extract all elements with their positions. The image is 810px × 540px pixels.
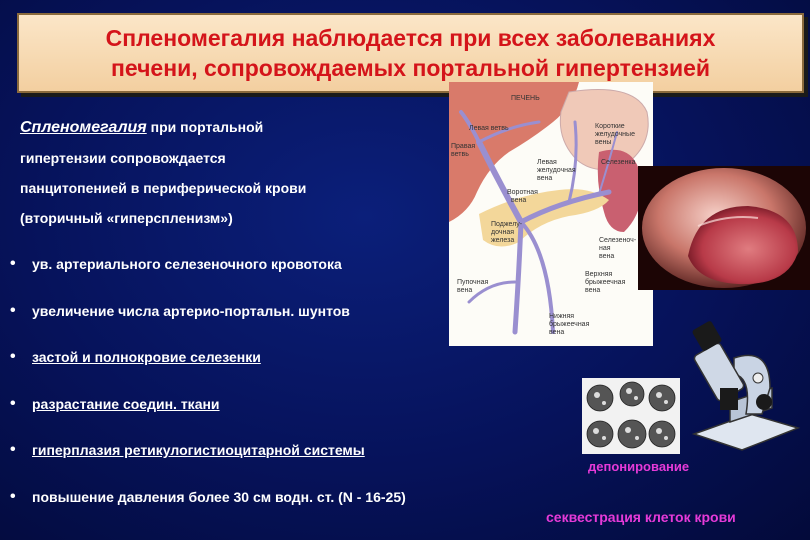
label-splenic-vein-1: Селезеноч-	[599, 237, 637, 244]
bullet-dot: •	[10, 255, 16, 272]
vein-network	[459, 110, 618, 335]
label-splenic-vein-3: вена	[599, 253, 614, 260]
slide-title: Спленомегалия наблюдается при всех забол…	[105, 24, 716, 81]
intro-line-1-rest: при портальной	[146, 119, 264, 135]
bullet-dot: •	[10, 301, 16, 319]
bullet-text: ув. артериального селезеночного кровоток…	[32, 256, 342, 272]
label-left-vein: Левая ветвь	[469, 125, 509, 132]
label-pancreas-1: Поджелу-	[491, 221, 523, 228]
spleen-shape	[597, 149, 642, 232]
list-item: • застой и полнокровие селезенки	[10, 348, 480, 396]
label-short-gastric-2: желудочные	[595, 131, 635, 138]
bullet-text: застой и полнокровие селезенки	[32, 349, 261, 365]
bullet-dot: •	[10, 394, 16, 412]
label-inf-mes-3: вена	[549, 329, 564, 336]
intro-line-4: (вторичный «гиперспленизм»)	[20, 210, 233, 226]
bullet-text: разрастание соедин. ткани	[32, 395, 220, 412]
label-sup-mes-1: Верхняя	[585, 271, 613, 278]
list-item: • гиперплазия ретикулогистиоцитарной сист…	[10, 441, 480, 489]
label-pancreas-3: железа	[491, 237, 514, 244]
intro-line-2: гипертензии сопровождается	[20, 150, 226, 166]
list-item: • увеличение числа артерио-портальн. шунт…	[10, 301, 480, 350]
label-left-gastric-1: Левая	[537, 159, 557, 166]
caption-sequestration: секвестрация клеток крови	[546, 509, 736, 525]
intro-line-3: панцитопенией в периферической крови	[20, 180, 307, 196]
label-left-gastric-2: желудочная	[537, 167, 576, 174]
label-left-gastric-3: вена	[537, 175, 552, 182]
label-portal-2: вена	[511, 197, 526, 204]
label-umbilical-2: вена	[457, 287, 472, 294]
endoscopy-photo	[638, 166, 810, 290]
caption-deposit: депонирование	[588, 459, 690, 474]
label-short-gastric-1: Короткие	[595, 123, 625, 130]
list-item: • разрастание соедин. ткани	[10, 394, 480, 443]
microscope-icon	[691, 321, 801, 451]
label-portal-1: Воротная	[507, 189, 538, 196]
label-sup-mes-3: вена	[585, 287, 600, 294]
bullet-list: • ув. артериального селезеночного кровото…	[10, 255, 480, 536]
label-umbilical-1: Пупочная	[457, 279, 488, 286]
list-item: • повышение давления более 30 см водн. ст…	[10, 487, 480, 536]
bullet-dot: •	[10, 441, 16, 458]
bullet-text: повышение давления более 30 см водн. ст.…	[32, 488, 406, 505]
title-box: Спленомегалия наблюдается при всех забол…	[17, 13, 804, 93]
bullet-dot: •	[10, 348, 16, 365]
label-short-gastric-3: вены	[595, 139, 611, 146]
bullet-dot: •	[10, 487, 16, 505]
intro-line-1: Спленомегалия при портальной	[20, 112, 440, 143]
label-right-vein-2: ветвь	[451, 151, 469, 158]
intro-text: Спленомегалия при портальной гипертензии…	[20, 112, 440, 233]
label-pancreas-2: дочная	[491, 229, 514, 236]
label-inf-mes-2: брыжеечная	[549, 320, 590, 328]
label-spleen: Селезенка	[601, 159, 636, 166]
list-item: • ув. артериального селезеночного кровото…	[10, 255, 480, 303]
liver-shape	[449, 82, 579, 222]
portal-vein-diagram: ПЕЧЕНЬ Левая ветвь Правая ветвь Короткие…	[449, 82, 653, 346]
intro-term: Спленомегалия	[20, 119, 147, 136]
label-right-vein-1: Правая	[451, 143, 475, 150]
bullet-text: увеличение числа артерио-портальн. шунто…	[32, 302, 350, 319]
label-inf-mes-1: Нижняя	[549, 313, 574, 320]
label-liver: ПЕЧЕНЬ	[511, 95, 540, 102]
label-splenic-vein-2: ная	[599, 245, 611, 252]
label-sup-mes-2: брыжеечная	[585, 278, 626, 286]
microscopy-image	[582, 378, 680, 454]
bullet-text: гиперплазия ретикулогистиоцитарной систе…	[32, 442, 365, 458]
